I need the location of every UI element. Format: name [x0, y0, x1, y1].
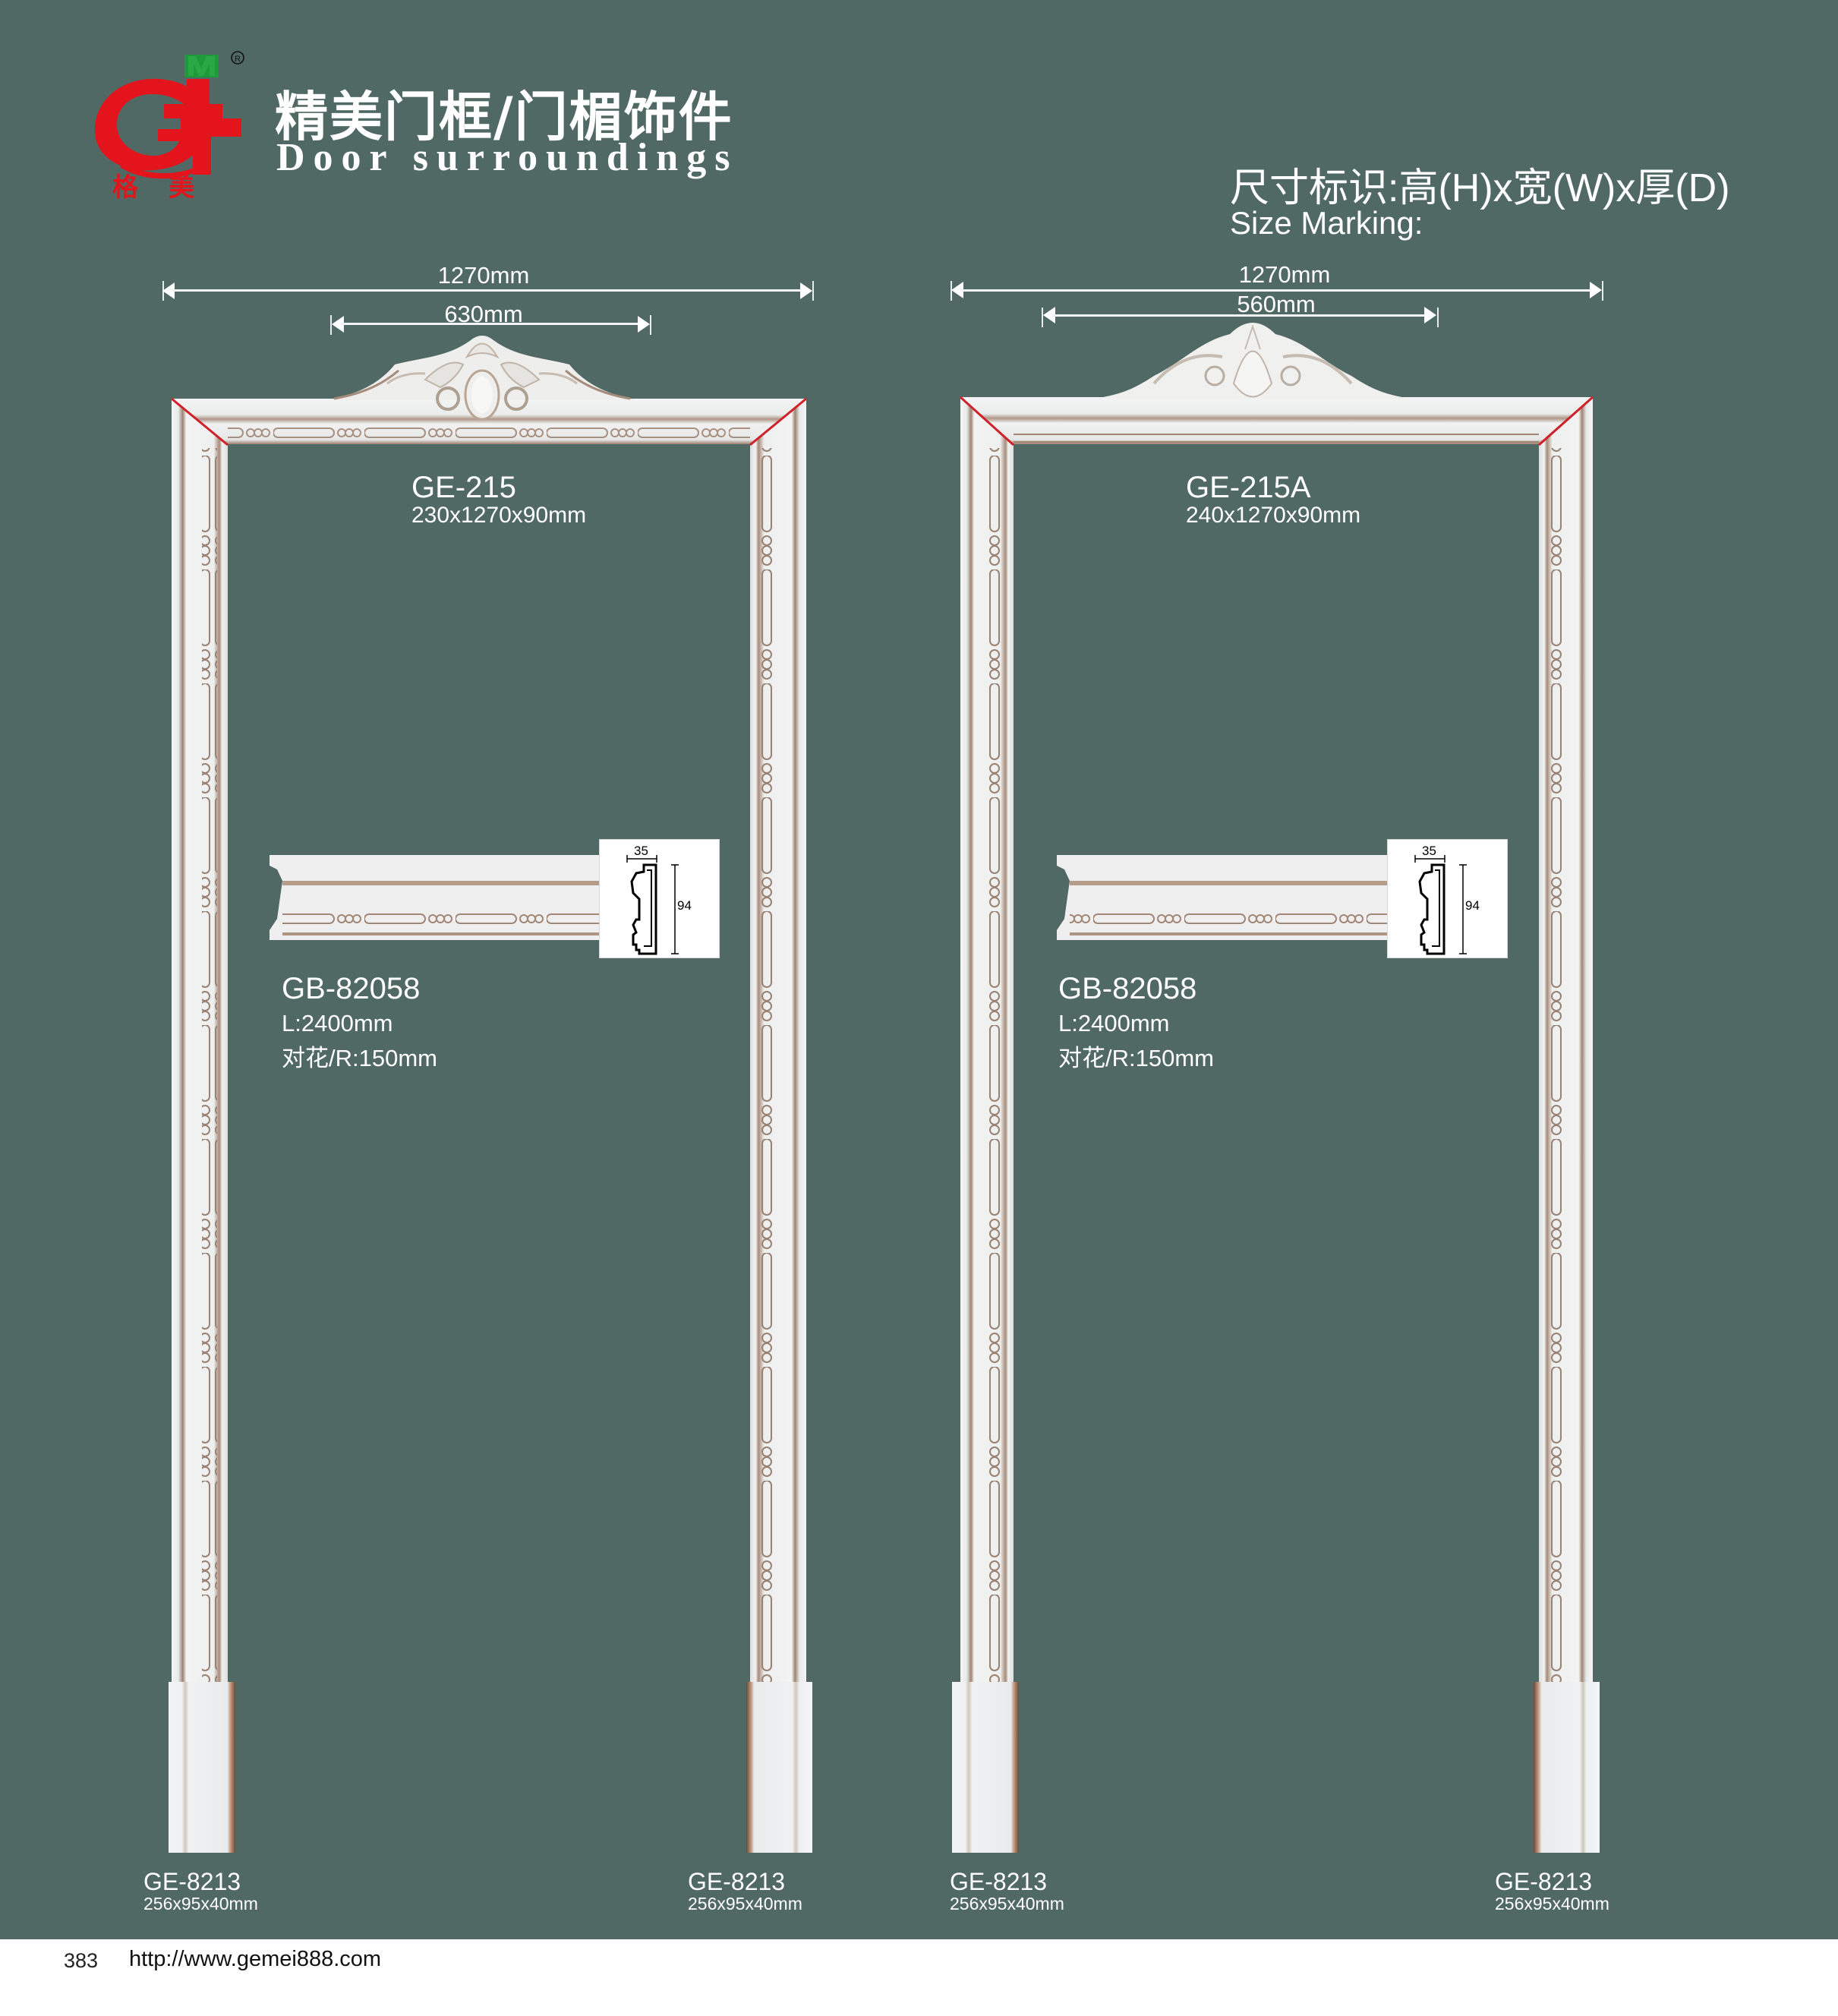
arrow-left-icon	[162, 282, 175, 299]
plinth-size: 256x95x40mm	[950, 1894, 1064, 1913]
door-1-frame	[169, 336, 812, 1853]
molding-code: GB-82058	[282, 972, 421, 1005]
plinth-size: 256x95x40mm	[1495, 1894, 1609, 1913]
arrow-right-icon	[1424, 307, 1436, 323]
molding-code: GB-82058	[1058, 972, 1197, 1005]
plinth-code: GE-8213	[1495, 1868, 1593, 1895]
arrow-right-icon	[800, 282, 812, 299]
crown-width-line	[1052, 314, 1432, 317]
arrow-right-icon	[1590, 282, 1602, 298]
overall-width-label: 1270mm	[437, 262, 530, 289]
crown-width-line	[342, 323, 645, 325]
crown-ornament-icon	[386, 342, 578, 421]
size-marking-english: Size Marking:	[1230, 205, 1423, 241]
plinth-size: 256x95x40mm	[143, 1894, 258, 1913]
plinth-size: 256x95x40mm	[688, 1894, 802, 1913]
website-link[interactable]: http://www.gemei888.com	[129, 1947, 382, 1971]
plinth-code: GE-8213	[950, 1868, 1048, 1895]
molding-profile-diagram: 35 94	[599, 839, 720, 958]
size-marking-chinese: 尺寸标识:高(H)x宽(W)x厚(D)	[1230, 166, 1730, 210]
molding-length: L:2400mm	[282, 1010, 393, 1036]
molding-repeat: 对花/R:150mm	[1058, 1045, 1214, 1071]
svg-text:94: 94	[677, 898, 692, 913]
arrow-left-icon	[1043, 307, 1055, 323]
header-piece-size: 230x1270x90mm	[411, 503, 587, 528]
crown-width-label: 560mm	[1237, 291, 1316, 317]
gm-logo-icon: R 格美	[94, 51, 244, 203]
arrow-left-icon	[951, 282, 963, 298]
header-piece-code: GE-215	[411, 471, 516, 504]
svg-text:35: 35	[634, 844, 648, 858]
page-title-english: Door surroundings	[276, 136, 739, 179]
molding-sample-2	[1057, 855, 1389, 940]
svg-text:格美: 格美	[112, 172, 225, 199]
plinth-code: GE-8213	[688, 1868, 786, 1895]
molding-profile-diagram: 35 94	[1387, 839, 1508, 958]
plinth-code: GE-8213	[143, 1868, 241, 1895]
svg-text:35: 35	[1422, 844, 1436, 858]
profile-cross-section-icon: 35 94	[1414, 844, 1480, 955]
overall-width-label: 1270mm	[1238, 261, 1331, 288]
brand-logo: R 格美	[82, 47, 253, 203]
molding-sample-1	[270, 855, 600, 940]
molding-repeat: 对花/R:150mm	[282, 1045, 437, 1071]
molding-length: L:2400mm	[1058, 1010, 1170, 1036]
crown-ornament-icon	[1152, 323, 1353, 398]
overall-width-line	[172, 289, 806, 292]
profile-cross-section-icon: 35 94	[626, 844, 692, 955]
arrow-right-icon	[638, 316, 650, 333]
overall-width-line	[960, 289, 1598, 292]
door-2-frame	[952, 323, 1600, 1853]
page-number: 383	[64, 1949, 99, 1972]
header-piece-size: 240x1270x90mm	[1186, 503, 1361, 528]
door-frames-illustration	[169, 323, 1600, 1853]
header-piece-code: GE-215A	[1186, 471, 1311, 504]
arrow-left-icon	[332, 316, 344, 333]
page-title-chinese: 精美门框/门楣饰件	[275, 86, 733, 148]
svg-text:94: 94	[1465, 898, 1480, 913]
svg-text:R: R	[235, 55, 241, 64]
x-pattern-band	[1014, 434, 1539, 443]
catalog-panel	[0, 0, 1838, 1939]
